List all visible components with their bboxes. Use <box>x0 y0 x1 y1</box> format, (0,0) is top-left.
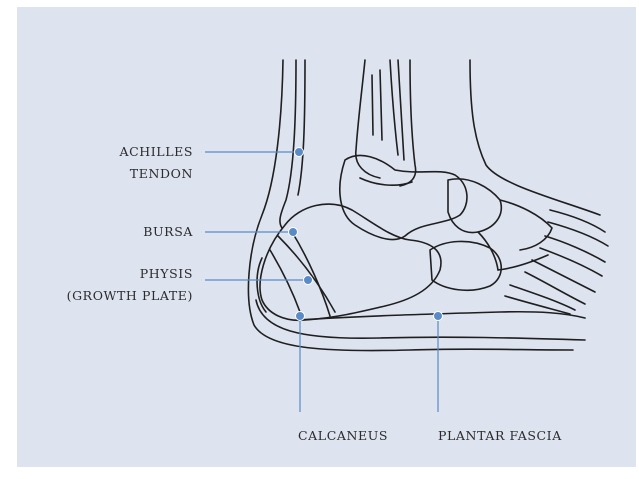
marker-plantar-fascia <box>434 312 443 321</box>
label-achilles-line2: TENDON <box>130 168 193 181</box>
marker-physis <box>304 276 313 285</box>
metatarsal-3 <box>532 260 595 292</box>
label-physis-line2: (GROWTH PLATE) <box>67 290 193 303</box>
navicular <box>448 179 501 233</box>
label-plantar-fascia: PLANTAR FASCIA <box>438 430 562 443</box>
marker-achilles <box>295 148 304 157</box>
marker-calcaneus <box>296 312 305 321</box>
label-calcaneus: CALCANEUS <box>298 430 388 443</box>
label-physis-line1: PHYSIS <box>140 268 193 281</box>
tibia <box>356 60 380 178</box>
label-achilles-line1: ACHILLES <box>119 146 193 159</box>
skin-outline-front <box>470 60 600 215</box>
label-bursa: BURSA <box>143 226 193 239</box>
marker-bursa <box>289 228 298 237</box>
